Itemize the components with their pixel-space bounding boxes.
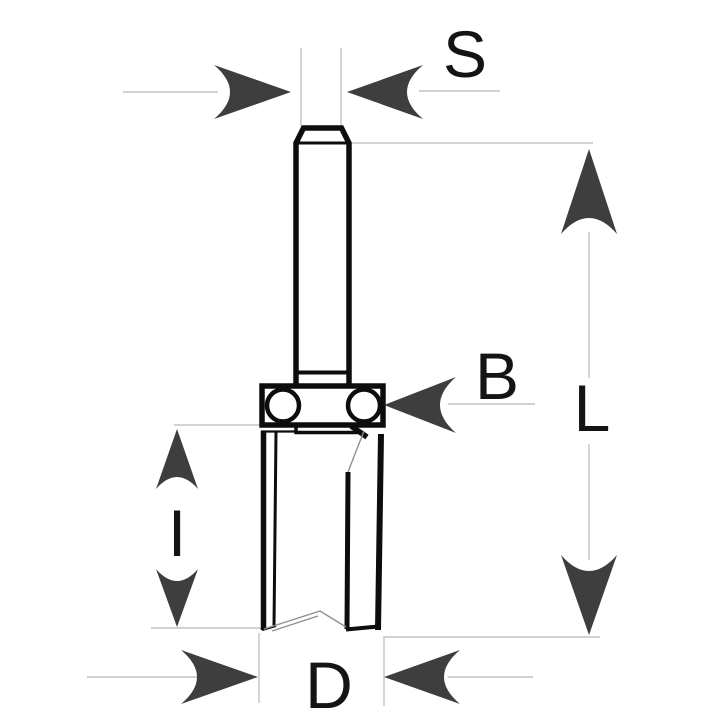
bearing-ball-right	[345, 387, 383, 424]
cutter-left-inner-edge	[272, 431, 278, 628]
i-arrow-top	[156, 429, 198, 489]
i-arrow-bottom	[156, 569, 198, 627]
cutter-bottom-vee-inner	[271, 615, 319, 632]
label-bearing-diameter: B	[475, 339, 519, 413]
flute-diagonal-line	[347, 430, 365, 473]
b-arrow	[384, 377, 456, 433]
washer	[294, 423, 358, 435]
label-cutting-diameter: D	[305, 648, 353, 722]
cutter-right-bottom-edge	[345, 624, 379, 632]
extension-lines	[87, 48, 600, 706]
l-arrow-bottom	[561, 555, 617, 635]
d-arrow-left	[181, 650, 258, 704]
dimension-arrows	[156, 65, 617, 704]
cutter-right-inner-edge	[344, 471, 351, 630]
cutter-right-edge	[375, 433, 384, 631]
label-shank-diameter: S	[443, 17, 487, 91]
dimension-labels: S B L I D	[168, 17, 611, 722]
cutter-bottom-vee	[263, 610, 347, 630]
bearing-ball-left	[264, 387, 302, 424]
cutter-inner-lines	[263, 430, 365, 632]
router-bit	[259, 125, 386, 632]
cutter-top-right-wedge	[349, 423, 369, 440]
label-cutting-length: I	[168, 496, 186, 570]
s-arrow-right	[347, 65, 423, 119]
shank	[293, 125, 352, 386]
l-arrow-top	[561, 149, 617, 234]
label-overall-length: L	[574, 371, 611, 445]
d-arrow-right	[384, 650, 460, 704]
s-arrow-left	[214, 65, 291, 119]
